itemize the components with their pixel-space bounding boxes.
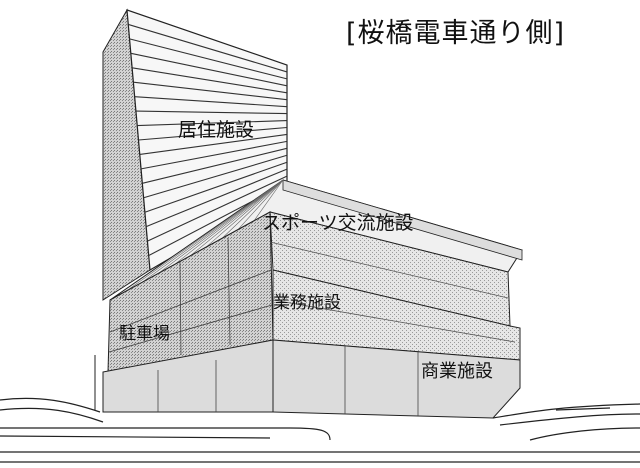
label-business: 業務施設 (273, 293, 341, 313)
street-lines (0, 397, 640, 463)
label-commercial: 商業施設 (421, 361, 493, 382)
podium-roof (109, 179, 523, 301)
label-residential: 居住施設 (178, 119, 255, 141)
label-parking: 駐車場 (119, 324, 170, 344)
view-title: [桜橋電車通り側] (346, 18, 566, 49)
ground-level (94, 339, 521, 419)
label-sports: スポーツ交流施設 (262, 212, 414, 234)
